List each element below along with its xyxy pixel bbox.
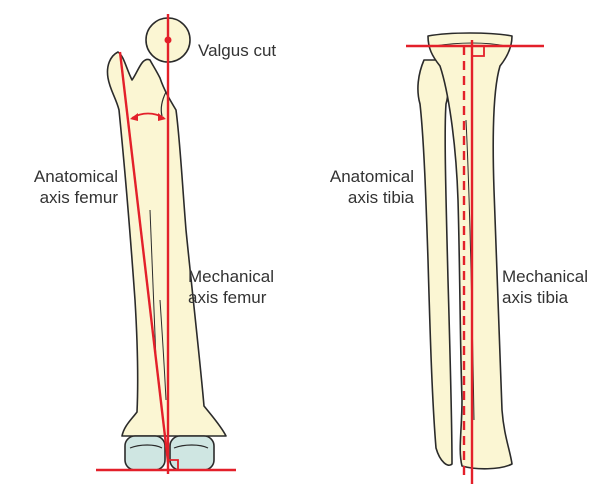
anatomical-axis-femur-label: Anatomical axis femur <box>2 166 118 208</box>
mechanical-axis-tibia-label: Mechanical axis tibia <box>502 266 588 308</box>
valgus-cut-label: Valgus cut <box>198 40 276 61</box>
femur <box>107 18 226 470</box>
anatomical-axis-tibia-line-1: Anatomical <box>296 166 414 187</box>
mechanical-axis-femur-line-1: Mechanical <box>188 266 274 287</box>
fibula <box>418 60 452 465</box>
anatomical-axis-femur-line-2: axis femur <box>2 187 118 208</box>
femur-shaft <box>107 52 226 436</box>
mechanical-axis-femur-line-2: axis femur <box>188 287 274 308</box>
anatomical-axis-tibia-line-2: axis tibia <box>296 187 414 208</box>
mechanical-axis-tibia-line-2: axis tibia <box>502 287 588 308</box>
anatomical-axis-tibia-label: Anatomical axis tibia <box>296 166 414 208</box>
mechanical-axis-tibia-line-1: Mechanical <box>502 266 588 287</box>
femur-condyle-medial <box>125 436 165 470</box>
mechanical-axis-femur-label: Mechanical axis femur <box>188 266 274 308</box>
anatomical-axis-femur-line-1: Anatomical <box>2 166 118 187</box>
femur-head-center <box>165 37 172 44</box>
femur-condyle-lateral <box>170 436 214 470</box>
